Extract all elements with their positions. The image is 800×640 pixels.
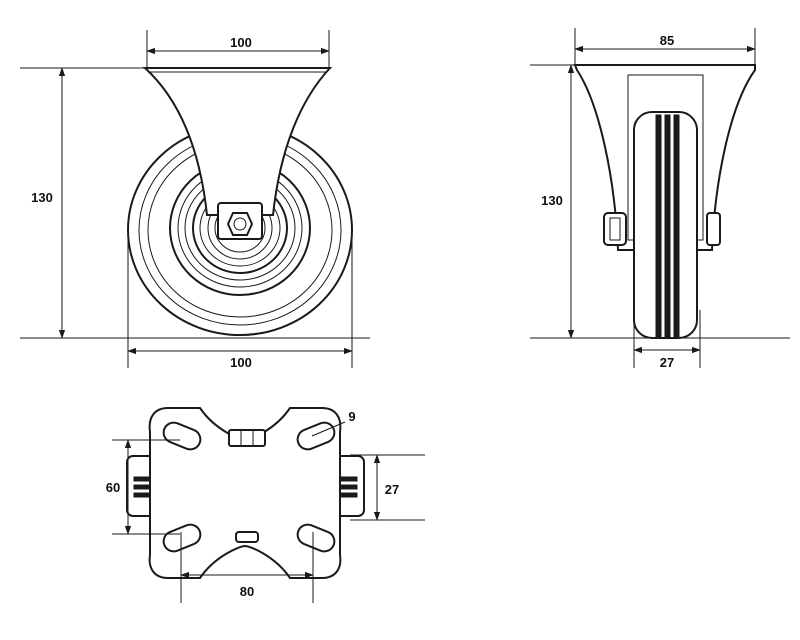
mounting-slots xyxy=(162,421,336,553)
side-height-label: 130 xyxy=(541,193,563,208)
bottom-bolt-spacing-label: 80 xyxy=(240,584,254,599)
bottom-lug xyxy=(235,531,259,543)
front-top-width-label: 100 xyxy=(230,35,252,50)
side-view: 85 130 27 xyxy=(530,28,790,370)
side-width-label: 85 xyxy=(660,33,674,48)
front-height-label: 130 xyxy=(31,190,53,205)
bottom-height-label: 60 xyxy=(106,480,120,495)
axle-nut xyxy=(217,202,263,240)
bottom-view: 9 60 27 80 xyxy=(106,407,425,603)
front-view: 100 130 100 xyxy=(20,30,370,370)
front-fork-bracket xyxy=(142,67,333,216)
side-wheel-width-label: 27 xyxy=(660,355,674,370)
bottom-slot-label: 9 xyxy=(348,409,355,424)
front-bottom-width-label: 100 xyxy=(230,355,252,370)
bottom-wheel-width-label: 27 xyxy=(385,482,399,497)
bottom-axle-nut xyxy=(228,429,266,447)
side-axle-bolt-right xyxy=(706,212,721,246)
